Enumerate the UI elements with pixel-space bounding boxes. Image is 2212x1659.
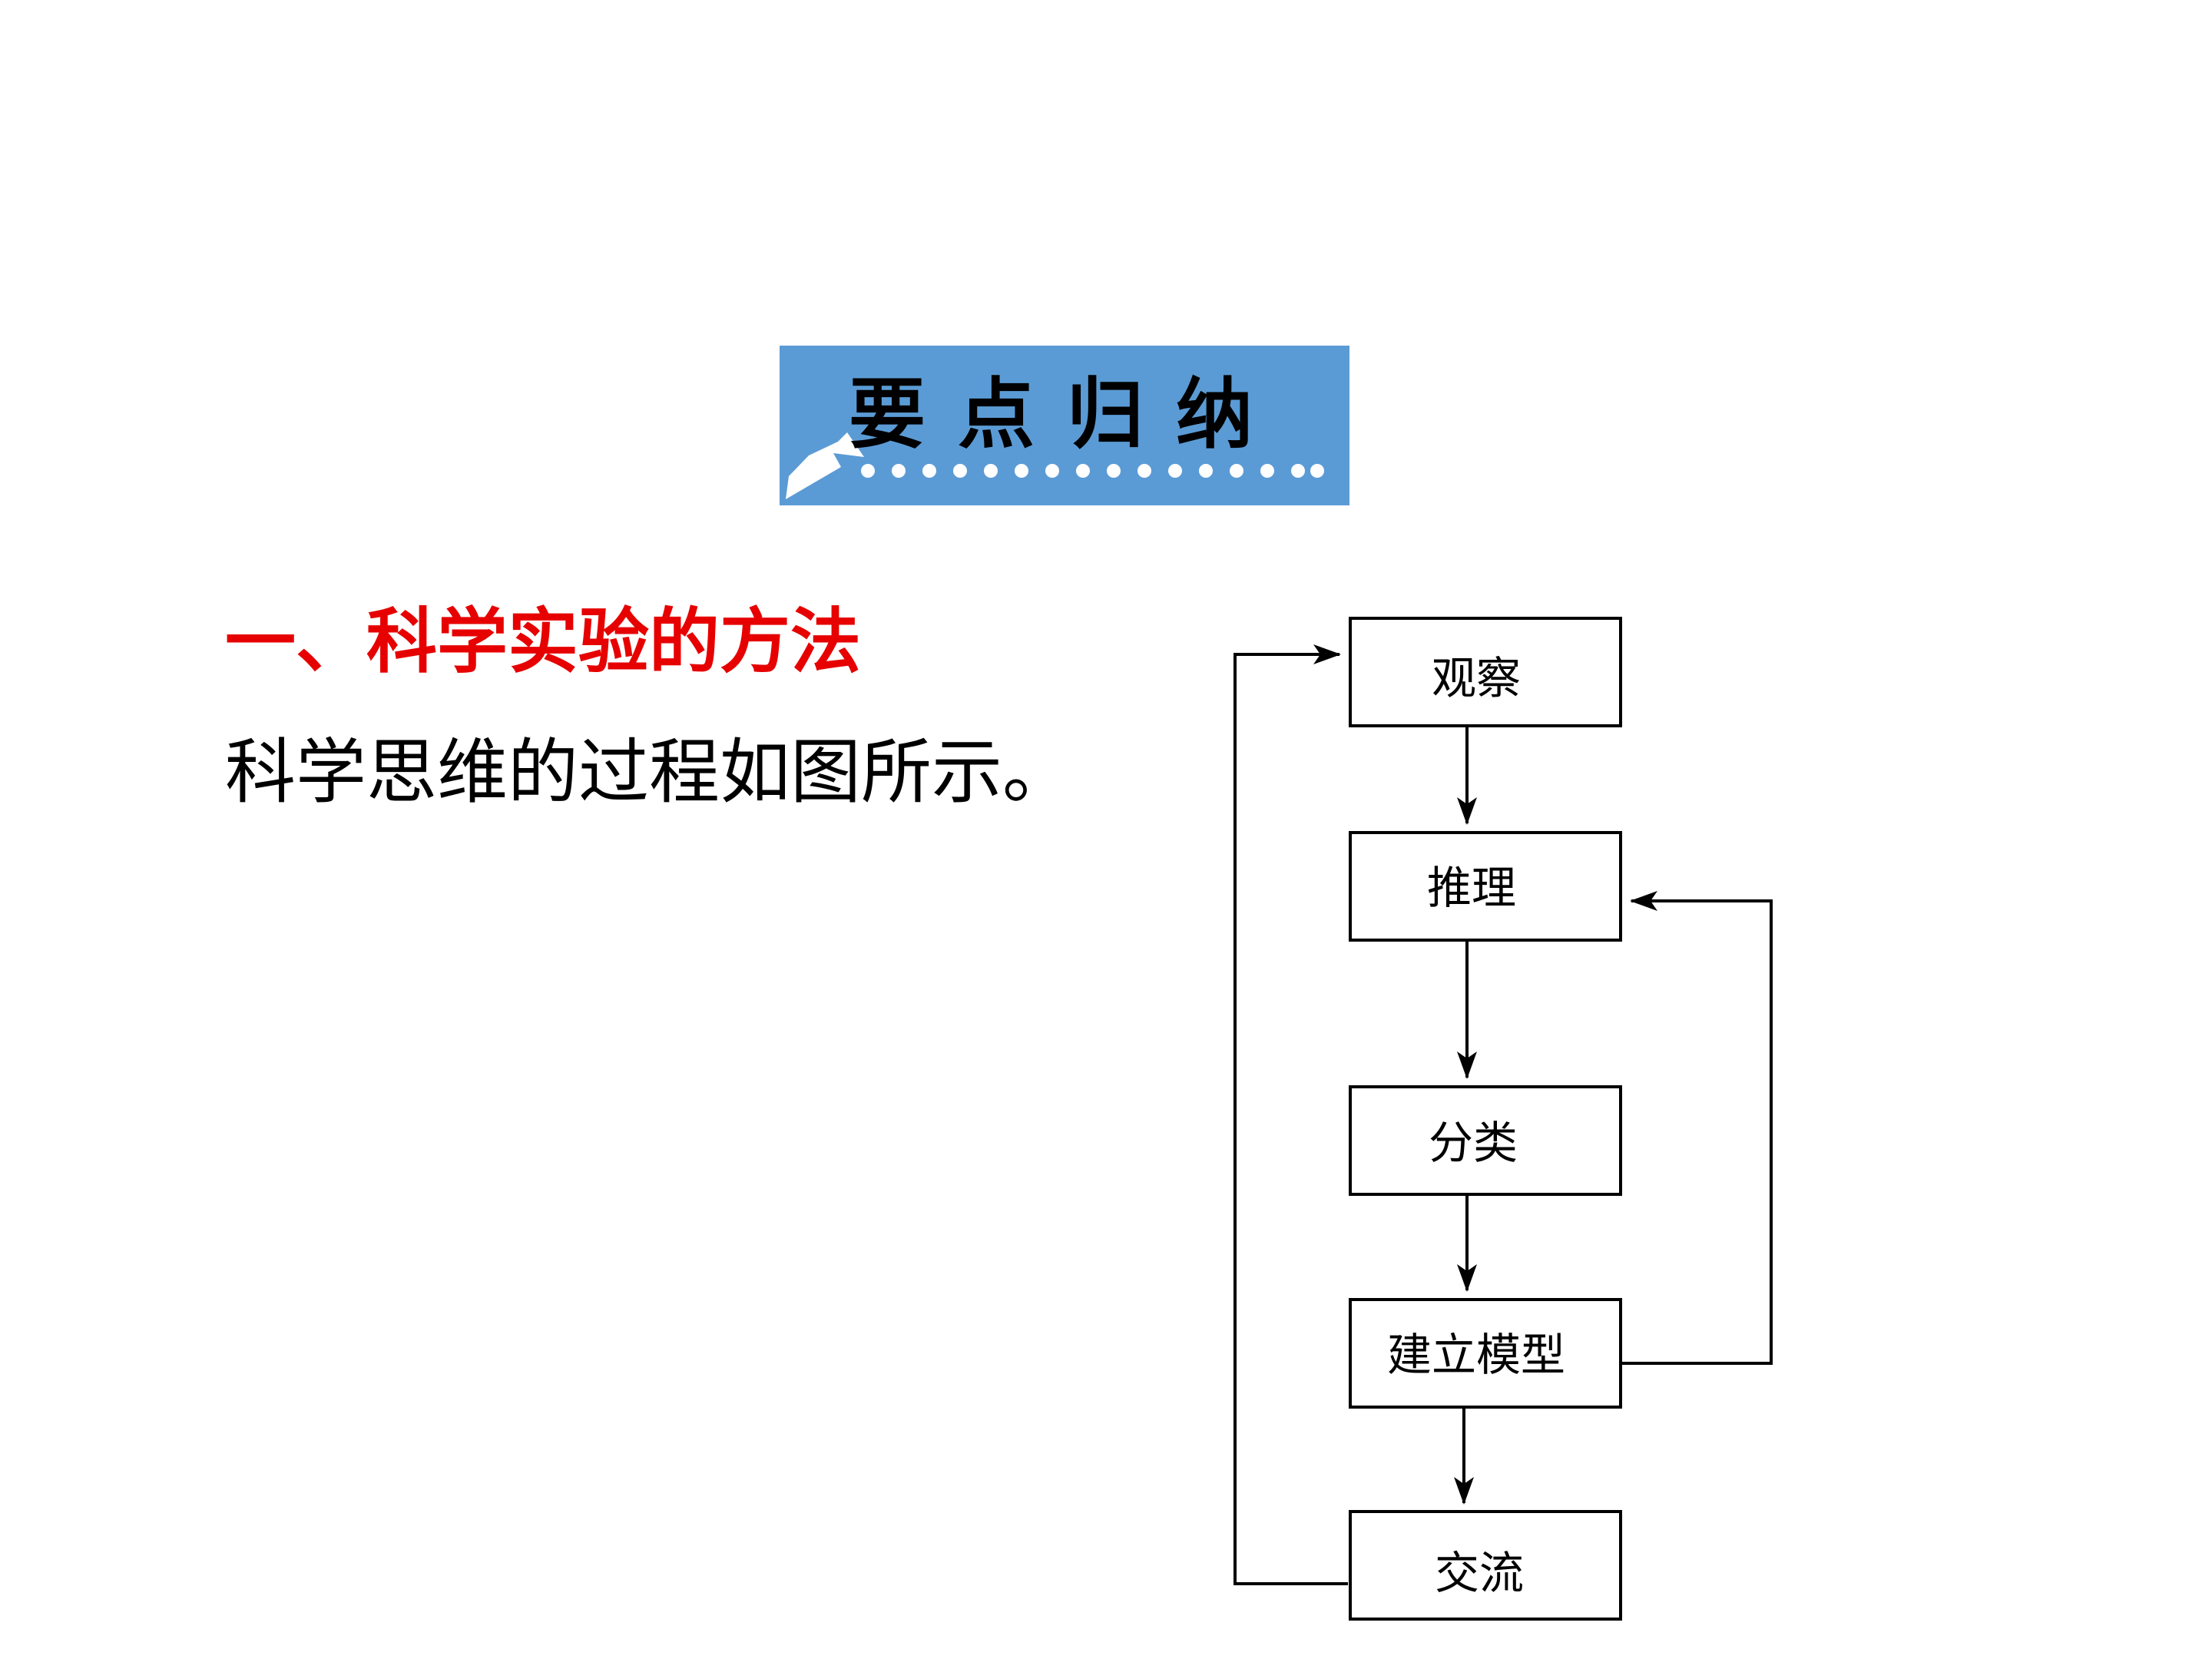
banner-dotted-line xyxy=(861,464,1324,478)
node-classify: 分类 xyxy=(1349,1085,1622,1196)
body-text: 科学思维的过程如图所示。 xyxy=(225,731,1074,813)
node-communicate-label: 交流 xyxy=(1435,1547,1524,1599)
node-reason: 推理 xyxy=(1349,831,1622,942)
edge-model-reason xyxy=(1621,891,1773,1365)
node-reason-label: 推理 xyxy=(1427,862,1516,914)
node-model: 建立模型 xyxy=(1349,1298,1622,1409)
node-model-label: 建立模型 xyxy=(1387,1329,1565,1381)
banner-decoration xyxy=(786,432,1324,499)
banner-title: 要点归纳 xyxy=(849,369,1285,459)
section-banner: 要点归纳 xyxy=(780,346,1349,505)
banner-arrow-icon xyxy=(786,432,864,499)
node-observe: 观察 xyxy=(1349,617,1622,727)
node-communicate: 交流 xyxy=(1349,1510,1622,1621)
section-heading: 一、科学实验的方法 xyxy=(225,601,862,683)
edge-communicate-observe xyxy=(1233,644,1348,1585)
node-observe-label: 观察 xyxy=(1432,652,1521,704)
node-classify-label: 分类 xyxy=(1429,1117,1518,1169)
